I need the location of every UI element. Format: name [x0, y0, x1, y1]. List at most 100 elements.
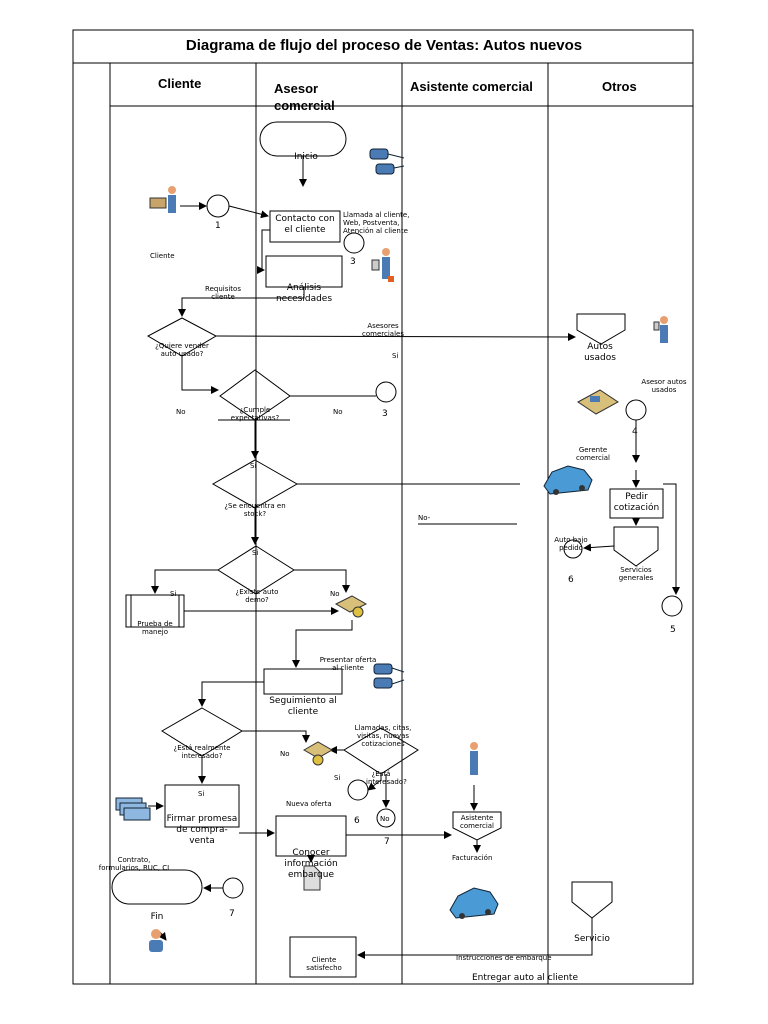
arrow-interesado-no	[242, 730, 310, 743]
connector-3b	[375, 381, 397, 403]
label-cliente-1: Cliente	[150, 252, 175, 260]
arrow-servicios-pedido	[583, 543, 615, 552]
inicio-terminal	[259, 121, 347, 157]
label-gerente: Gerente comercial	[575, 446, 610, 462]
lane-header-cliente: Cliente	[158, 76, 202, 91]
outer-frame	[72, 29, 694, 985]
label-asesor-autos-usados: Asesor autos usados	[641, 378, 687, 394]
document-icon	[577, 389, 619, 415]
label-asesores-comerciales: Asesores comerciales	[362, 322, 404, 338]
car-icon	[449, 887, 499, 919]
connector-nueva-oferta	[347, 779, 369, 801]
label-contacto: Contacto con el cliente	[275, 214, 335, 235]
connector-no	[376, 808, 396, 828]
connector-1	[206, 194, 230, 218]
label-n7a: 7	[384, 837, 390, 847]
person-icon	[653, 316, 668, 343]
document-icon	[303, 865, 321, 891]
label-no4: No	[330, 590, 340, 598]
label-interesado1: ¿Está realmente interesado?	[173, 744, 231, 760]
person-icon	[149, 929, 163, 952]
label-quiere-vender: ¿Quiere vender auto usado?	[155, 342, 209, 358]
servicios-generales-merge	[613, 526, 659, 567]
label-n1: 1	[215, 221, 221, 231]
connector-7	[222, 877, 244, 899]
connector-3-lane2	[343, 232, 365, 254]
label-facturacion: Facturación	[452, 854, 493, 862]
lane-header-asesor: Asesor comercial	[274, 81, 335, 113]
label-no2: No	[333, 408, 343, 416]
arrow-quiere-cumple	[181, 356, 219, 394]
arrow-servicio-cliente	[357, 918, 593, 959]
person-icon	[149, 186, 176, 213]
label-n6a: 6	[568, 575, 574, 585]
car-icon	[543, 465, 593, 495]
label-n6b: 6	[354, 816, 360, 826]
label-requisitos: Requisitos cliente	[205, 285, 241, 301]
seguimiento-box	[263, 668, 343, 695]
label-servicios-generales: Servicios generales	[618, 566, 654, 582]
document-icon	[334, 595, 368, 618]
arrow-gerente-5	[663, 483, 680, 595]
arrow-contacto-analisis	[257, 229, 270, 274]
connector-4	[625, 399, 647, 421]
lane-header-otros: Otros	[602, 79, 637, 94]
connector-5	[661, 595, 683, 617]
firmar-box	[164, 784, 240, 828]
lane-header-asistente: Asistente comercial	[410, 79, 533, 94]
label-n7b: 7	[229, 909, 235, 919]
phone-icon	[373, 663, 405, 689]
demo-decision	[217, 545, 295, 595]
arrow-1-contacto	[228, 205, 269, 219]
label-n5: 5	[670, 625, 676, 635]
arrow-seguimiento-interesado	[198, 681, 264, 707]
label-no1: No	[176, 408, 186, 416]
label-si3: Si	[252, 549, 259, 557]
label-conocer: Conocer información embarque	[284, 848, 338, 880]
arrow-oferta-seguimiento	[292, 620, 353, 668]
arrow-demo-no	[294, 569, 350, 593]
fin-terminal	[111, 869, 203, 905]
label-en-stock: ¿Se encuentra en stock?	[224, 502, 286, 518]
label-servicio: Servicio	[574, 934, 610, 944]
arrow-fin-person	[158, 931, 167, 941]
document-icon	[302, 741, 334, 766]
label-nueva-oferta: Nueva oferta	[286, 800, 332, 808]
person-icon	[470, 742, 478, 775]
label-autos-usados: Autos usados	[584, 342, 616, 363]
document-stack-icon	[115, 797, 151, 821]
arrow-quiere-autos-usados	[215, 332, 576, 341]
label-cumple: ¿Cumple expectativas?	[230, 406, 280, 422]
label-fin: Fin	[150, 912, 164, 922]
label-asistente-comercial: Asistente comercial	[459, 814, 494, 830]
servicio-merge	[571, 881, 613, 919]
label-si1: Si	[392, 352, 399, 360]
label-contrato: Contrato, formularios, RUC, CI	[98, 856, 170, 872]
asistente-merge	[452, 811, 502, 841]
autos-usados-merge	[576, 313, 626, 345]
cliente-satisfecho-box	[289, 936, 357, 978]
label-si4: Si	[170, 590, 177, 598]
label-n3b: 3	[382, 409, 388, 419]
label-cliente-satisfecho: Cliente satisfecho	[306, 956, 342, 972]
label-entregar: Entregar auto al cliente	[472, 973, 578, 983]
label-llamada: Llamada al cliente, Web, Postventa, Aten…	[343, 211, 410, 235]
label-si6: Si	[198, 790, 205, 798]
arrow-interesado2-nueva	[367, 774, 382, 791]
label-pedir: Pedir cotización	[613, 492, 660, 513]
label-n3a: 3	[350, 257, 356, 267]
person-icon	[371, 248, 394, 282]
arrow-analisis-quiere	[178, 287, 305, 317]
label-llamadas: Llamadas, citas, visitas, nuevas cotizac…	[354, 724, 412, 748]
contacto-box	[269, 210, 341, 243]
label-inicio: Inicio	[294, 152, 318, 162]
connector-6a	[563, 539, 583, 559]
label-prueba: Prueba de manejo	[137, 620, 173, 636]
label-presentar: Presentar oferta al cliente	[319, 656, 377, 672]
label-existe-demo: ¿Existe auto demo?	[235, 588, 279, 604]
label-analisis: Análisis necesidades	[275, 283, 333, 304]
label-no6: No	[380, 815, 390, 823]
phone-icon	[369, 148, 405, 175]
